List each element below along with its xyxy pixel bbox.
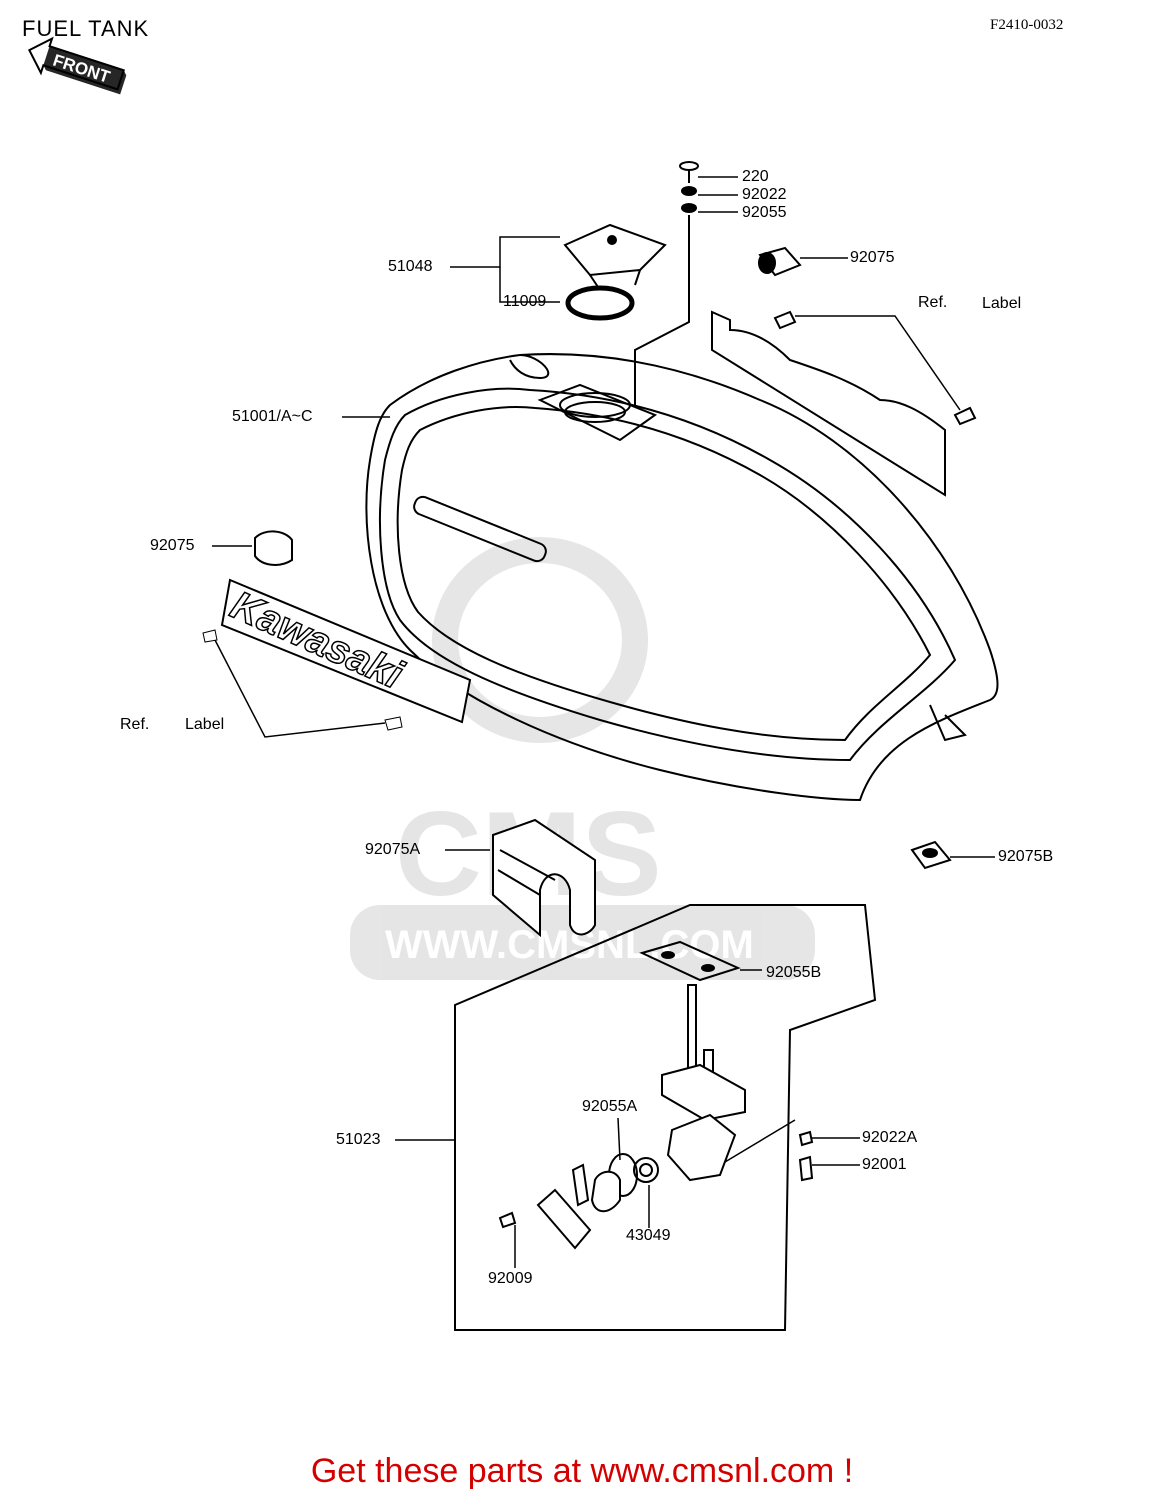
part-92075-top: 92075: [850, 249, 895, 266]
part-92075A: 92075A: [365, 841, 421, 858]
watermark-url: WWW.CMSNL.COM: [385, 923, 754, 967]
part-92022A: 92022A: [862, 1129, 918, 1146]
leader-lines: [212, 176, 995, 1268]
cushion-left: [254, 530, 293, 566]
part-43049: 43049: [626, 1227, 671, 1244]
cushion-top: [758, 246, 802, 277]
part-11009: 11009: [503, 293, 547, 310]
ref-top: Ref.: [918, 294, 948, 311]
diagram-title: FUEL TANK: [22, 16, 150, 41]
part-51023: 51023: [336, 1131, 381, 1148]
ref-left: Ref.: [120, 716, 150, 733]
part-92075-left: 92075: [150, 537, 195, 554]
part-92022: 92022: [742, 186, 787, 203]
label-top: Label: [982, 295, 1022, 312]
part-92001: 92001: [862, 1156, 907, 1173]
label-left: Label: [185, 716, 225, 733]
fuel-tap: [498, 984, 814, 1250]
tap-gasket-b: [639, 940, 741, 982]
parts-diagram: FRONT CMS WWW.CMSNL.COM: [28, 36, 999, 1331]
part-92009: 92009: [488, 1270, 533, 1287]
mount-rubber: [492, 818, 596, 938]
part-92055B: 92055B: [766, 964, 822, 981]
part-51001: 51001/A~C: [232, 408, 313, 425]
diagram-code: F2410-0032: [990, 17, 1064, 33]
part-92055A: 92055A: [582, 1098, 638, 1115]
filler-neck: [537, 383, 658, 442]
tank-cap: [563, 223, 667, 291]
part-51048: 51048: [388, 258, 433, 275]
part-92055: 92055: [742, 204, 787, 221]
front-arrow-icon: FRONT: [28, 36, 127, 95]
watermark: CMS WWW.CMSNL.COM: [350, 537, 815, 980]
cap-bolt-stack: [634, 161, 699, 405]
part-92075B: 92075B: [998, 848, 1054, 865]
kawasaki-emblem: Kawasaki: [202, 578, 472, 731]
label-plate-right: [711, 310, 977, 497]
part-220: 220: [742, 168, 769, 185]
damper-b: [910, 840, 952, 870]
footer-cta-link[interactable]: Get these parts at www.cmsnl.com !: [310, 1452, 854, 1490]
fuel-tap-group-border: [454, 904, 877, 1331]
cap-gasket: [565, 285, 635, 321]
